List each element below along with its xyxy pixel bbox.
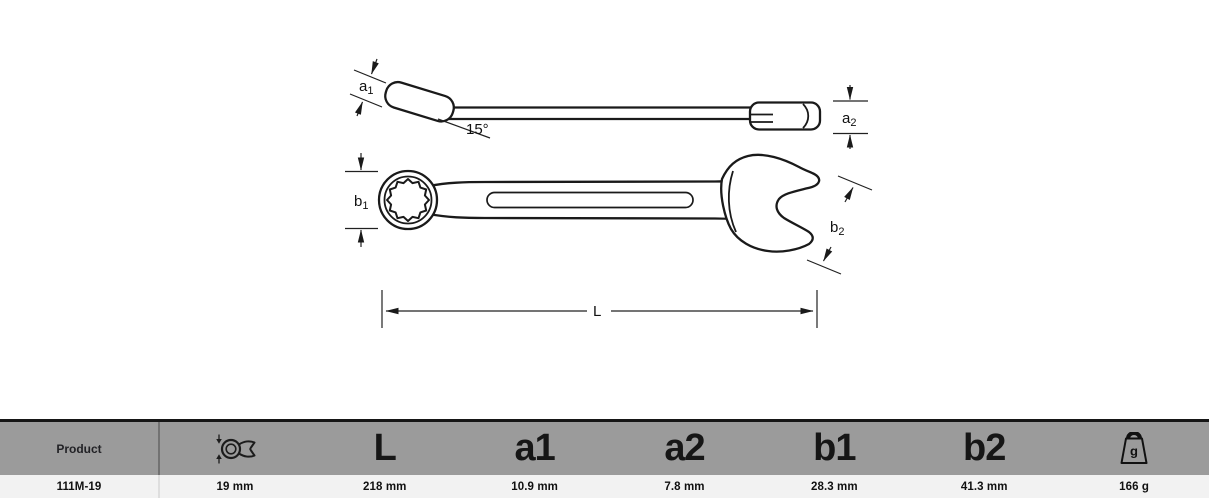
column-header-size [160, 422, 310, 475]
label-b1: b1 [354, 193, 368, 212]
ring-12-point-profile [386, 178, 430, 222]
label-a2: a2 [842, 110, 856, 129]
column-header-weight: g [1059, 422, 1209, 475]
column-header-b1: b1 [813, 427, 856, 469]
column-header-a1: a1 [514, 427, 555, 469]
dim-b2: b2 [806, 175, 873, 275]
spec-table-header: Product L a1 a2 b1 b2 g [0, 422, 1209, 475]
column-header-b2: b2 [963, 427, 1006, 469]
dim-L: L [381, 290, 818, 328]
side-shaft [446, 106, 759, 121]
label-b2: b2 [830, 219, 844, 238]
label-a1: a1 [359, 78, 373, 97]
shaft-slot [486, 191, 694, 209]
cell-b1: 28.3 mm [810, 480, 858, 493]
label-angle-15: 15° [466, 121, 489, 138]
wrench-jaw-size-icon [216, 434, 256, 463]
side-open-head [748, 101, 822, 131]
cell-weight: 166 g [1119, 480, 1150, 493]
spec-table: Product L a1 a2 b1 b2 g 111M-19 [0, 419, 1209, 498]
spec-table-row: 111M-19 19 mm 218 mm 10.9 mm 7.8 mm 28.3… [0, 475, 1209, 498]
dim-a1: a1 [349, 58, 387, 117]
cell-a1: 10.9 mm [511, 480, 558, 493]
wrench-side-view [384, 80, 822, 139]
dim-b1: b1 [345, 153, 378, 247]
dim-a2: a2 [833, 85, 868, 149]
label-L: L [593, 303, 601, 320]
cell-L: 218 mm [363, 480, 407, 493]
cell-product: 111M-19 [0, 475, 160, 498]
column-header-a2: a2 [664, 427, 705, 469]
weight-gram-icon: g [1120, 431, 1148, 464]
column-header-product: Product [0, 422, 160, 475]
side-open-head-curve [802, 103, 810, 129]
ring-inner [383, 175, 433, 225]
wrench-technical-drawing: a1 15° a2 b1 b2 L [345, 58, 873, 328]
cell-size: 19 mm [216, 480, 254, 493]
wrench-front-view [377, 153, 821, 253]
weight-icon-letter: g [1130, 443, 1138, 458]
angle-15-line [437, 118, 491, 139]
side-ring-head [384, 80, 455, 123]
ring-outer [377, 169, 439, 231]
open-head-boss-curve [727, 170, 737, 233]
cell-a2: 7.8 mm [664, 480, 705, 493]
front-open-head [720, 153, 821, 253]
column-header-L: L [373, 427, 397, 469]
cell-b2: 41.3 mm [960, 480, 1008, 493]
